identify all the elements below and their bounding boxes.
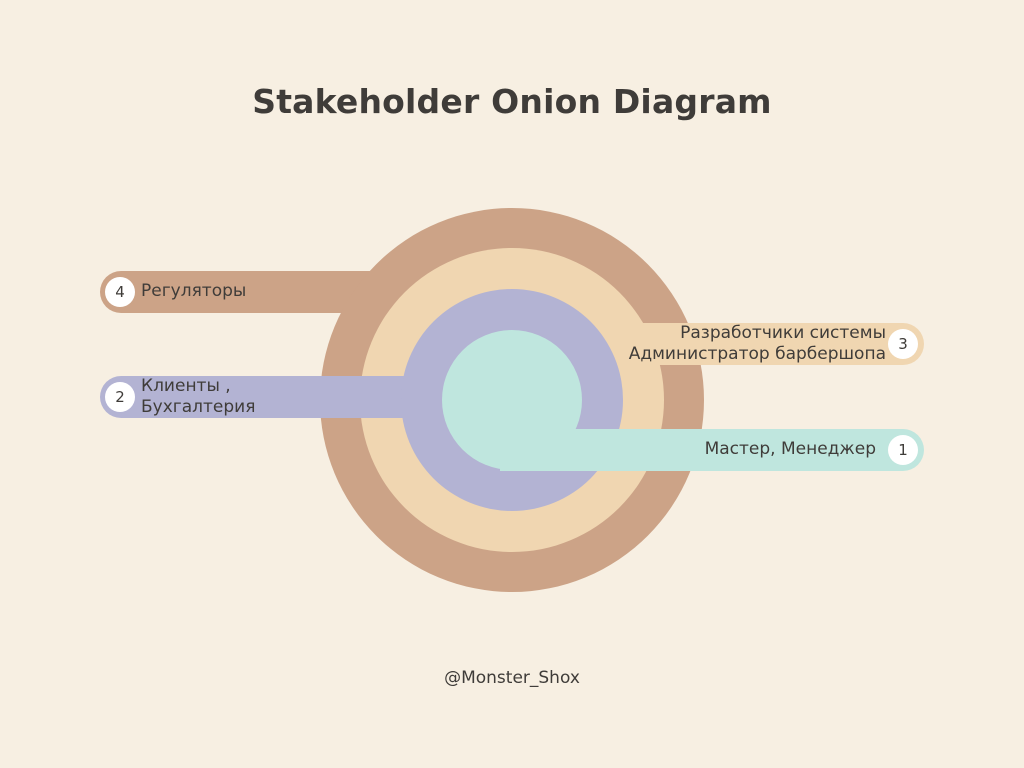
layer-2-label-line-1: Клиенты ,	[141, 376, 231, 396]
layer-4-label: Регуляторы	[141, 281, 246, 302]
layer-3-bar	[560, 323, 924, 365]
layer-1-bar	[512, 429, 924, 471]
page-title: Stakeholder Onion Diagram	[252, 82, 772, 121]
layer-1-label: Мастер, Менеджер	[705, 439, 876, 460]
layer-3-label-line-1: Разработчики системы	[680, 323, 886, 343]
author-handle: @Monster_Shox	[444, 668, 580, 688]
layer-3-label-line-2: Администратор барбершопа	[628, 344, 886, 364]
layer-4-number-badge: 4	[105, 277, 135, 307]
layer-2-number-badge: 2	[105, 382, 135, 412]
layer-2-label-line-2: Бухгалтерия	[141, 397, 256, 417]
layer-1-bar-fill	[500, 429, 560, 471]
layer-1-label-line-1: Мастер, Менеджер	[704, 439, 876, 459]
layer-2-bar	[100, 376, 460, 418]
layer-3-label: Разработчики системы Администратор барбе…	[629, 323, 886, 365]
layer-1-number-badge: 1	[888, 435, 918, 465]
layer-3-number-badge: 3	[888, 329, 918, 359]
layer-2-label: Клиенты , Бухгалтерия	[141, 376, 255, 418]
layer-4-label-line-1: Регуляторы	[141, 281, 247, 301]
